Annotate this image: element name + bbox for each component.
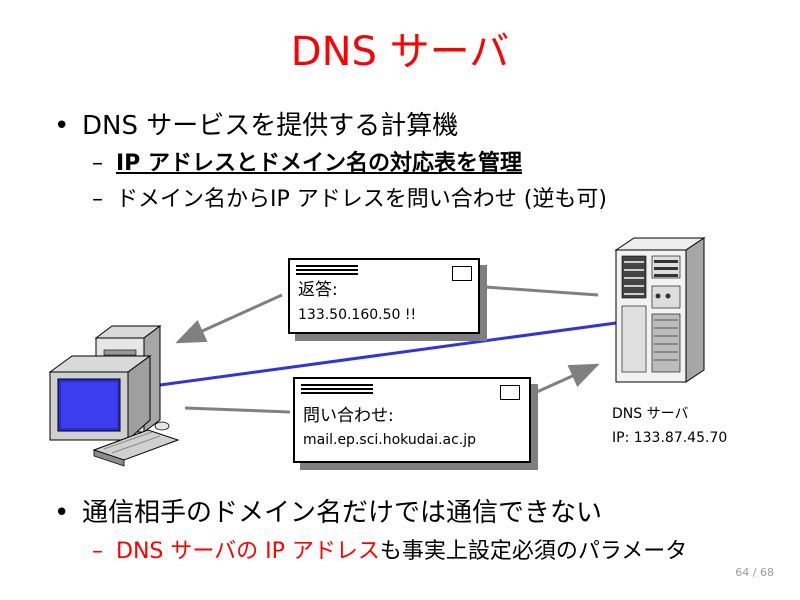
sub-bullet-2-1: – DNS サーバの IP アドレスも事実上設定必須のパラメータ bbox=[92, 538, 688, 566]
page-total: / 68 bbox=[752, 566, 774, 579]
sub-bullet-1-1-text: IP アドレスとドメイン名の対応表を管理 bbox=[116, 151, 522, 176]
slide-title: DNS サーバ bbox=[290, 29, 510, 75]
sub-bullet-2-1-highlight: DNS サーバの IP アドレス bbox=[116, 539, 380, 564]
server-ip-label: IP: 133.87.45.70 bbox=[612, 430, 728, 446]
bullet-1: • DNS サービスを提供する計算機 bbox=[54, 110, 459, 142]
query-arrow-tail bbox=[184, 406, 291, 414]
reply-arrow bbox=[175, 293, 283, 344]
reply-label: 返答: bbox=[298, 280, 338, 300]
bullet-dot: • bbox=[54, 498, 70, 528]
bullet-2: • 通信相手のドメイン名だけでは通信できない bbox=[54, 497, 603, 529]
bullet-2-text: 通信相手のドメイン名だけでは通信できない bbox=[82, 498, 603, 528]
server-name-label: DNS サーバ bbox=[612, 406, 689, 422]
envelope-address-lines bbox=[296, 265, 358, 277]
bullet-dot: • bbox=[54, 111, 70, 141]
query-label: 問い合わせ: bbox=[303, 406, 394, 426]
envelope-address-lines bbox=[301, 384, 373, 396]
sub-bullet-2-1-rest: も事実上設定必須のパラメータ bbox=[379, 539, 688, 564]
sub-bullet-1-1: – IP アドレスとドメイン名の対応表を管理 bbox=[92, 150, 522, 178]
sub-bullet-1-2-text: ドメイン名からIP アドレスを問い合わせ (逆も可) bbox=[116, 187, 607, 212]
network-link-line bbox=[159, 321, 617, 387]
page-number: 64 / 68 bbox=[735, 566, 774, 579]
query-arrow bbox=[529, 363, 600, 397]
sub-bullet-1-2: – ドメイン名からIP アドレスを問い合わせ (逆も可) bbox=[92, 186, 607, 214]
reply-arrow-tail bbox=[484, 285, 599, 297]
stamp-icon bbox=[500, 385, 520, 400]
page-current: 64 bbox=[735, 566, 750, 579]
query-domain-value: mail.ep.sci.hokudai.ac.jp bbox=[303, 432, 477, 448]
sub-dash: – bbox=[92, 187, 103, 212]
sub-dash: – bbox=[92, 539, 103, 564]
reply-ip-value: 133.50.160.50 !! bbox=[298, 307, 417, 323]
bullet-1-text: DNS サービスを提供する計算機 bbox=[82, 111, 459, 141]
client-computer-icon bbox=[48, 325, 180, 467]
reply-envelope: 返答: 133.50.160.50 !! bbox=[288, 258, 480, 334]
stamp-icon bbox=[452, 266, 472, 281]
dns-server-icon bbox=[614, 237, 706, 383]
query-envelope: 問い合わせ: mail.ep.sci.hokudai.ac.jp bbox=[293, 377, 531, 463]
sub-dash: – bbox=[92, 151, 103, 176]
